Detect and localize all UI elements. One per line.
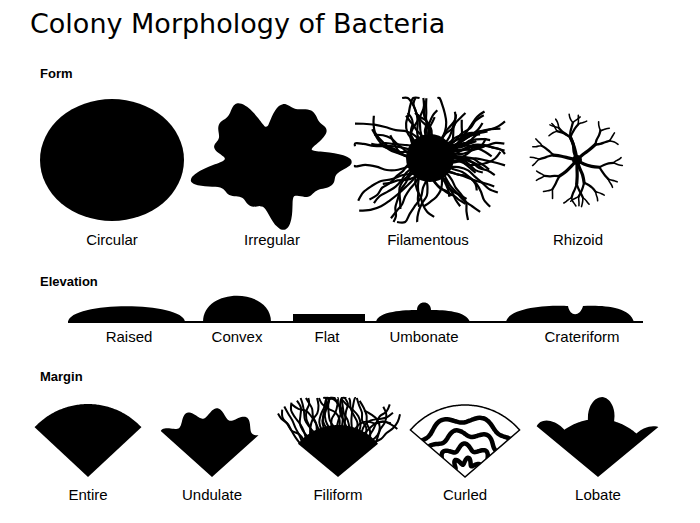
type-label: Filamentous	[387, 231, 469, 248]
section-heading: Form	[40, 66, 73, 81]
type-label: Flat	[314, 328, 339, 345]
type-label: Lobate	[575, 486, 621, 503]
section-heading: Margin	[40, 369, 83, 384]
entire-margin	[35, 404, 142, 477]
baseline	[68, 321, 643, 323]
convex-elevation	[203, 296, 271, 322]
irregular-colony	[191, 103, 352, 230]
type-label: Undulate	[182, 486, 242, 503]
generated-colonies	[35, 98, 659, 477]
undulate-margin	[161, 408, 259, 477]
raised-elevation	[68, 306, 185, 322]
section-heading: Elevation	[40, 274, 98, 289]
type-label: Entire	[68, 486, 107, 503]
rhizoid-colony	[530, 114, 622, 206]
diagram-title: Colony Morphology of Bacteria	[30, 8, 445, 39]
type-label: Convex	[212, 328, 263, 345]
type-label: Umbonate	[389, 328, 458, 345]
type-label: Raised	[106, 328, 153, 345]
type-label: Rhizoid	[553, 231, 603, 248]
umbonate-elevation	[376, 303, 470, 323]
type-label: Circular	[86, 231, 138, 248]
crateriform-elevation	[506, 306, 634, 322]
circular-colony	[40, 99, 184, 221]
filiform-margin	[278, 398, 400, 477]
curled-margin	[410, 405, 519, 477]
flat-elevation	[293, 314, 365, 322]
lobate-margin	[537, 397, 659, 477]
type-label: Crateriform	[544, 328, 619, 345]
filamentous-colony	[355, 98, 505, 223]
type-label: Filiform	[313, 486, 362, 503]
type-label: Irregular	[244, 231, 300, 248]
type-label: Curled	[443, 486, 487, 503]
